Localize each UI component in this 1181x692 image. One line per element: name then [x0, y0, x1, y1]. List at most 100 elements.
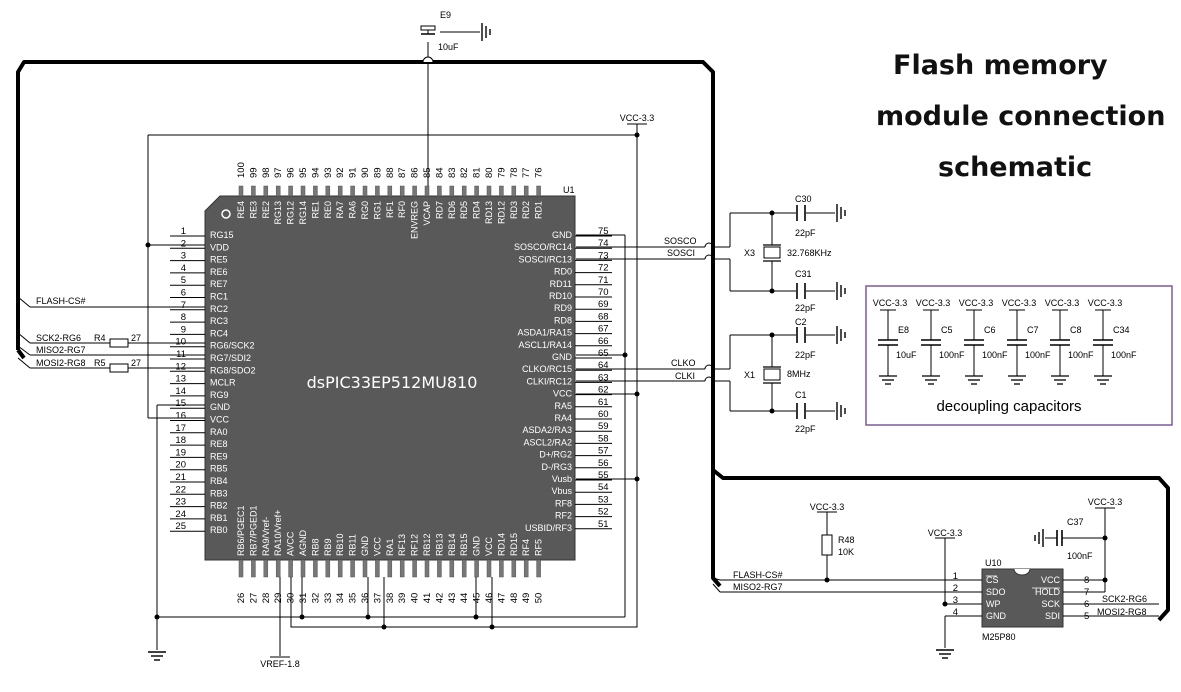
mcu-pin-pad	[399, 559, 405, 578]
svg-text:R5: R5	[94, 358, 106, 368]
mcu-pin-label: RF8	[555, 498, 572, 508]
mcu-pin-pad	[387, 559, 393, 578]
flash-pin-label: SDO	[986, 587, 1006, 597]
svg-text:C1: C1	[795, 390, 807, 400]
mcu-pin-number: 100	[236, 162, 247, 178]
net-sosci: SOSCI	[667, 248, 695, 258]
mcu-pin-number: 51	[598, 519, 609, 530]
vcc-label-r48: VCC-3.3	[810, 502, 845, 512]
net-miso-right: MISO2-RG7	[733, 582, 783, 592]
mcu-pin-pad	[486, 185, 492, 197]
flash-pin-number: 2	[953, 583, 958, 594]
decoupling-cap-value: 100nF	[939, 350, 965, 360]
mcu-pin-pad	[375, 185, 380, 197]
mcu-pin-label: Vusb	[552, 474, 572, 484]
svg-text:32.768KHz: 32.768KHz	[787, 248, 832, 258]
mcu-pin-label: RB11	[348, 534, 358, 556]
mcu-pin-number: 70	[598, 287, 609, 298]
mcu-pin-label: ASDA1/RA15	[517, 328, 572, 338]
mcu-pin-number: 17	[175, 423, 186, 434]
mcu-pin-label: VCC	[372, 536, 382, 556]
mcu-pin-number: 45	[472, 593, 483, 604]
mcu-pin-pad	[375, 559, 380, 578]
mcu-pin-number: 49	[521, 593, 532, 604]
decoupling-cap-ref: C7	[1027, 325, 1039, 335]
mcu-name: dsPIC33EP512MU810	[307, 373, 478, 392]
svg-text:C30: C30	[795, 194, 812, 204]
mcu-pin-label: VCC	[210, 415, 230, 425]
mcu-pin-number: 10	[175, 337, 186, 348]
mcu-pin-label: GND	[552, 352, 573, 362]
mcu-pin-number: 69	[598, 299, 609, 310]
mcu-pin-label: AGND	[298, 529, 308, 556]
mcu-pin-number: 76	[534, 167, 545, 178]
mcu-pin-pad	[288, 559, 293, 578]
junctions	[145, 132, 640, 630]
svg-text:22pF: 22pF	[795, 228, 816, 238]
mcu-pin-pad	[275, 559, 281, 578]
mcu-pin-number: 95	[298, 167, 309, 178]
mcu-pin-pad	[437, 185, 442, 197]
mcu-pin-pad	[238, 559, 244, 578]
mcu-pin-number: 34	[335, 593, 346, 604]
mcu-pin-number: 31	[298, 593, 309, 604]
mcu-pin-number: 24	[175, 509, 186, 520]
mcu-pin-pad	[238, 185, 244, 197]
mcu-pin-number: 79	[496, 167, 507, 178]
mcu-pin-number: 4	[181, 263, 186, 274]
mcu-pin-label: RG13	[273, 201, 283, 225]
mcu-pin-label: RD2	[521, 201, 531, 219]
mcu-pin-label: RE6	[210, 267, 228, 277]
mcu-pin-number: 29	[273, 593, 284, 604]
mcu-pin-number: 88	[385, 167, 396, 178]
title-line-3: schematic	[938, 152, 1093, 183]
mcu-power-wires	[147, 31, 638, 656]
mcu-pin-number: 59	[598, 421, 609, 432]
left-nets	[17, 296, 205, 369]
mcu-pin-pad	[437, 559, 442, 578]
mcu-pin-number: 20	[175, 460, 186, 471]
svg-text:8MHz: 8MHz	[787, 369, 811, 379]
mcu-pin-label: ASCL1/RA14	[518, 340, 572, 350]
mcu-pin-label: VDD	[210, 242, 230, 252]
cap-c37	[1056, 530, 1063, 546]
mcu-pin-number: 41	[422, 593, 433, 604]
flash-pin-label: GND	[986, 611, 1007, 621]
mcu-pin-number: 56	[598, 458, 609, 469]
mcu-pin-number: 6	[181, 288, 186, 299]
flash-pin-label: WP	[986, 599, 1001, 609]
mcu-pin-label: GND	[552, 230, 573, 240]
mcu-pin-pad	[387, 185, 393, 197]
osc-caps	[796, 205, 806, 419]
flash-junctions	[824, 535, 1108, 607]
svg-text:27: 27	[131, 358, 141, 368]
mcu-pin-number: 23	[175, 497, 186, 508]
svg-text:10uF: 10uF	[438, 42, 459, 52]
mcu-pin-label: RD4	[472, 201, 482, 219]
mcu-pin-label: RG0	[360, 201, 370, 220]
crystal-x1	[763, 366, 781, 384]
flash-ref: U10	[985, 558, 1002, 568]
mcu-pin-number: 86	[410, 167, 421, 178]
mcu-pin-number: 80	[484, 167, 495, 178]
mcu-pin-number: 2	[181, 238, 186, 249]
mcu-pin-number: 12	[175, 361, 186, 372]
svg-text:27: 27	[131, 333, 141, 343]
mcu-pin-number: 16	[175, 411, 186, 422]
svg-text:100nF: 100nF	[1067, 551, 1093, 561]
mcu-pin-number: 58	[598, 433, 609, 444]
net-sosco: SOSCO	[664, 236, 697, 246]
mcu-pin-number: 5	[181, 275, 186, 286]
mcu-pin-number: 57	[598, 446, 609, 457]
mcu-pin-number: 67	[598, 324, 609, 335]
mcu-pin-number: 77	[521, 167, 532, 178]
mcu-pin-label: RA1	[385, 538, 395, 556]
decoupling-vcc-label: VCC-3.3	[1045, 298, 1080, 308]
svg-text:R48: R48	[838, 535, 855, 545]
flash-pin-number: 5	[1084, 611, 1089, 622]
svg-text:10K: 10K	[838, 547, 854, 557]
mcu-pin-number: 25	[175, 521, 186, 532]
mcu-pin-pad	[536, 559, 541, 578]
